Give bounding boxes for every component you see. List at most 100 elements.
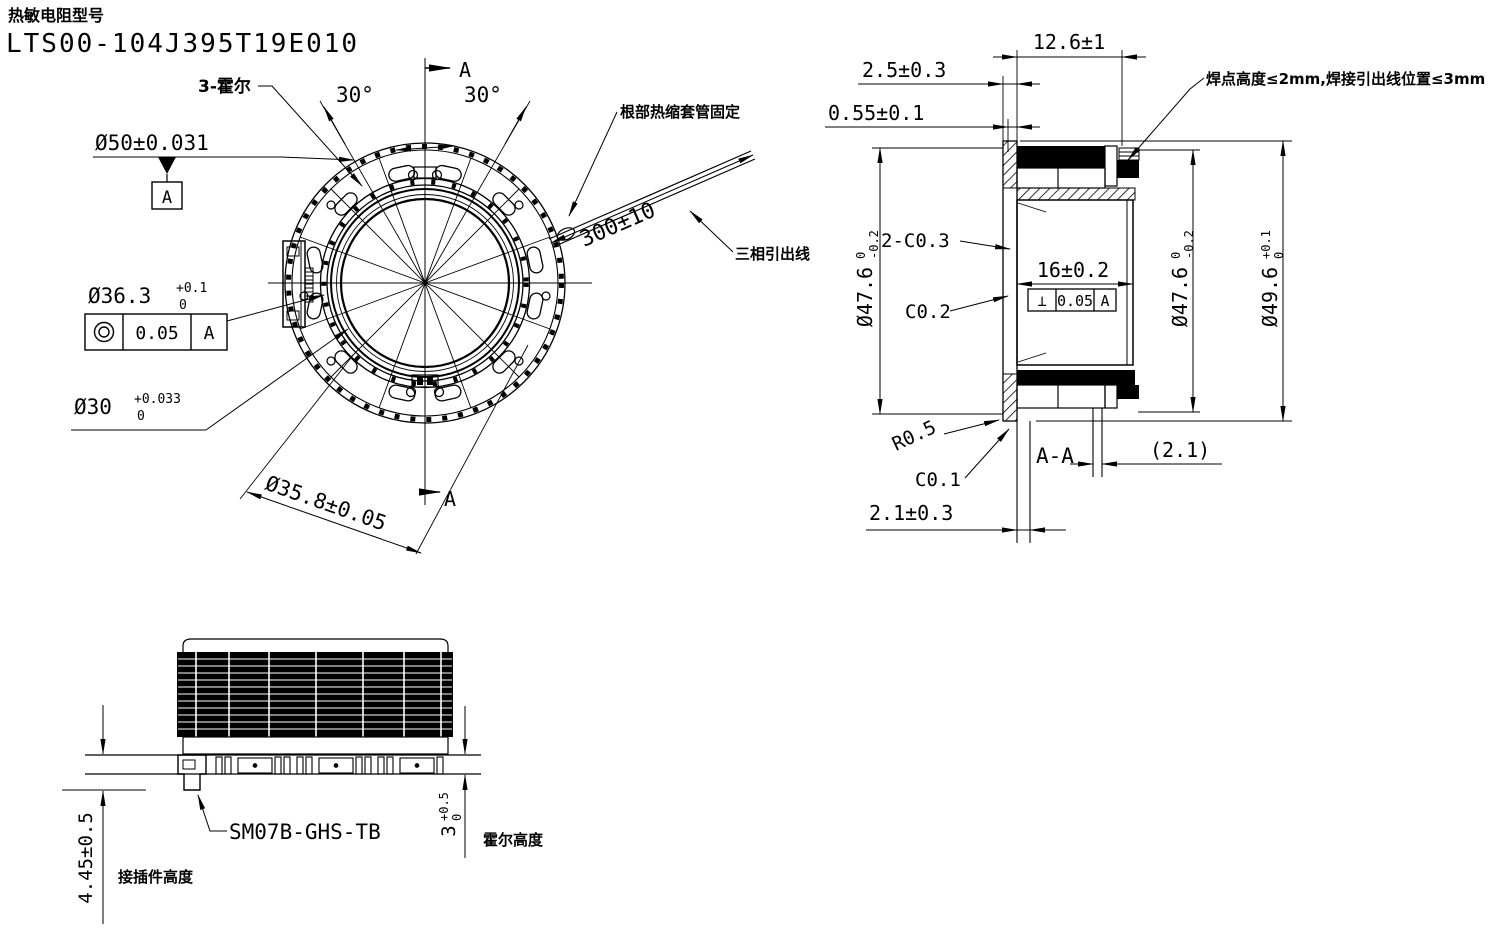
dim-hall-height-tol-lower: 0 bbox=[450, 814, 464, 821]
board-connector bbox=[177, 754, 207, 791]
heatshrink-sleeve bbox=[556, 227, 576, 241]
pcb-edges bbox=[1016, 408, 1103, 543]
wire-note-leader bbox=[689, 210, 734, 253]
dim-od-left-value: Ø47.6 bbox=[853, 267, 877, 327]
datum-a-label: A bbox=[162, 188, 172, 208]
dim-mount-od-label: Ø50±0.031 bbox=[95, 131, 209, 155]
chamfer-note-2-label: C0.2 bbox=[905, 301, 951, 323]
solder-note-leader bbox=[1127, 77, 1205, 161]
dim-bolt-circle: Ø35.8±0.05 bbox=[239, 344, 529, 555]
hall-count-note: 3-霍尔 bbox=[198, 76, 251, 97]
bore-circle bbox=[339, 197, 511, 369]
radius-leader bbox=[943, 419, 1000, 435]
dim-bore: Ø30 +0.033 0 bbox=[71, 328, 349, 431]
section-label: A-A bbox=[1036, 444, 1074, 468]
chamfer-note-1-label: 2-C0.3 bbox=[881, 230, 950, 252]
ring-terminal-blocks bbox=[411, 166, 439, 388]
chamfer-2-leader bbox=[949, 295, 1009, 312]
top-winding bbox=[1016, 145, 1140, 201]
dim-od-right-value: Ø47.6 bbox=[1168, 267, 1192, 327]
dim-step: 2.5±0.3 bbox=[858, 58, 1040, 150]
perpendicularity-icon: ⊥ bbox=[1037, 292, 1046, 310]
phase-wires: 300±10 bbox=[548, 150, 756, 253]
wire-note-label: 三相引出线 bbox=[735, 245, 810, 263]
angle-dimensions: 30° 30° bbox=[319, 83, 531, 284]
perpendicularity-value: 0.05 bbox=[1057, 292, 1093, 310]
dim-pcb-label: 2.1±0.3 bbox=[869, 501, 953, 525]
dim-flange-od-tol-lower: 0 bbox=[1272, 252, 1286, 259]
heatshrink-leader bbox=[568, 111, 618, 217]
datum-triangle bbox=[158, 157, 176, 174]
lamination-stack bbox=[177, 652, 453, 737]
wire-length-label: 300±10 bbox=[576, 198, 659, 253]
fpc-connector-front bbox=[282, 240, 314, 328]
hall-leader bbox=[258, 85, 363, 187]
dim-hall-height-tol-upper: +0.5 bbox=[437, 792, 451, 821]
dim-flange-od-tol-upper: +0.1 bbox=[1259, 230, 1273, 259]
dim-od-left-tol-lower: -0.2 bbox=[867, 230, 881, 259]
dim-flange-od-value: Ø49.6 bbox=[1258, 267, 1282, 327]
heatshrink-note-label: 根部热缩套管固定 bbox=[620, 103, 740, 121]
radius-note-label: R0.5 bbox=[889, 416, 940, 455]
bottom-winding bbox=[1016, 370, 1139, 409]
insulation-strip bbox=[1016, 187, 1136, 201]
stator-core-section bbox=[1016, 199, 1134, 366]
side-view: 4.45±0.5 接插件高度 SM07B-GHS-TB 3 +0.5 0 霍尔高… bbox=[62, 638, 544, 924]
dim-ring-tol-upper: +0.1 bbox=[176, 281, 207, 296]
solder-pad bbox=[1117, 160, 1139, 178]
mounting-plate bbox=[1002, 140, 1018, 422]
insulator-band bbox=[182, 736, 449, 755]
dim-step-label: 2.5±0.3 bbox=[862, 58, 946, 82]
angle-right-label: 30° bbox=[464, 83, 502, 107]
angle-left-label: 30° bbox=[336, 83, 374, 107]
chamfer-3-leader bbox=[964, 428, 1010, 479]
dim-od-right-tol-upper: 0 bbox=[1169, 252, 1183, 259]
dim-ref-label: (2.1) bbox=[1150, 438, 1210, 462]
section-mark-top-label: A bbox=[459, 58, 471, 82]
dim-ring-tol-lower: 0 bbox=[179, 298, 187, 313]
dim-bore-value: Ø30 bbox=[74, 395, 112, 419]
dim-connector-height: 4.45±0.5 接插件高度 bbox=[62, 705, 194, 924]
connector-model-leader bbox=[197, 794, 227, 832]
part-number: LTS00-104J395T19E010 bbox=[6, 29, 359, 59]
front-view: 3-霍尔 30° 30° A A Ø50±0.031 A bbox=[71, 58, 810, 555]
component-row bbox=[215, 756, 444, 775]
dim-total-width-label: 12.6±1 bbox=[1033, 30, 1105, 54]
dim-bore-tol-lower: 0 bbox=[137, 409, 145, 424]
dim-ref: (2.1) bbox=[1070, 438, 1222, 467]
concentricity-datum: A bbox=[204, 323, 215, 344]
dim-od-right-tol-lower: -0.2 bbox=[1182, 230, 1196, 259]
connector-height-note: 接插件高度 bbox=[118, 868, 194, 886]
dim-flange-od: Ø49.6 +0.1 0 bbox=[1020, 140, 1292, 422]
dim-od-left: Ø47.6 0 -0.2 bbox=[853, 147, 1003, 415]
dim-plate: 0.55±0.1 bbox=[825, 101, 1040, 152]
chamfer-1-leader bbox=[959, 240, 1011, 250]
perpendicularity-datum: A bbox=[1100, 292, 1109, 310]
dim-bore-tol-upper: +0.033 bbox=[134, 392, 181, 407]
hall-height-note: 霍尔高度 bbox=[483, 831, 544, 849]
dim-pcb: 2.1±0.3 bbox=[866, 501, 1066, 533]
dim-hall-height-value: 3 bbox=[438, 825, 460, 836]
dim-ring-od: Ø36.3 +0.1 0 0.05 A bbox=[84, 281, 325, 351]
title-block: 热敏电阻型号 LTS00-104J395T19E010 bbox=[6, 6, 359, 59]
oval-slots bbox=[306, 164, 544, 402]
concentricity-icon bbox=[93, 321, 115, 343]
dim-plate-label: 0.55±0.1 bbox=[828, 101, 924, 125]
dim-mount-od: Ø50±0.031 A bbox=[93, 131, 355, 210]
dim-od-left-tol-upper: 0 bbox=[854, 252, 868, 259]
dim-connector-height-label: 4.45±0.5 bbox=[75, 812, 97, 904]
dim-stack-width: 16±0.2 ⊥ 0.05 A bbox=[1016, 258, 1134, 312]
solder-note-label: 焊点高度≤2mm,焊接引出线位置≤3mm bbox=[1206, 70, 1485, 88]
dim-od-right: Ø47.6 0 -0.2 bbox=[1138, 149, 1200, 413]
dim-bolt-circle-label: Ø35.8±0.05 bbox=[262, 471, 389, 535]
cap-outline bbox=[182, 638, 449, 653]
dim-hall-height: 3 +0.5 0 霍尔高度 bbox=[437, 706, 544, 858]
section-cut-marks: A A bbox=[419, 58, 471, 511]
dim-stack-label: 16±0.2 bbox=[1037, 258, 1109, 282]
concentricity-value: 0.05 bbox=[135, 323, 178, 344]
chamfer-note-3-label: C0.1 bbox=[915, 469, 961, 491]
dim-total-width: 12.6±1 bbox=[993, 30, 1146, 146]
section-view: 12.6±1 2.5±0.3 0.55±0.1 bbox=[825, 30, 1485, 543]
